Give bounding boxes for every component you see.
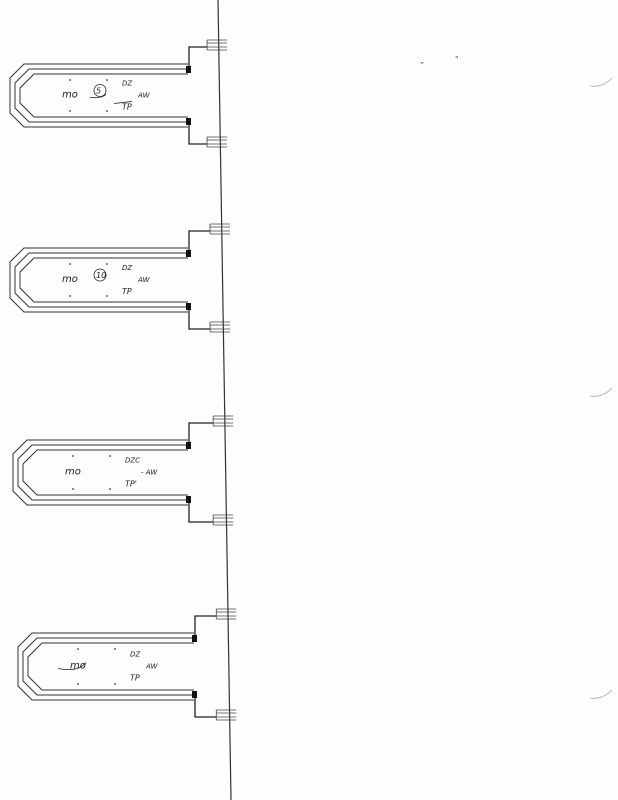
connector-top: [188, 422, 214, 442]
stray-mark: ": [455, 55, 459, 64]
circle-mark: [93, 268, 107, 282]
label-mo: mo: [70, 661, 86, 672]
pipe-ladder: [212, 415, 234, 427]
label-aw: - AW: [141, 469, 158, 477]
connector-bottom: [194, 698, 217, 718]
wall-outline: [27, 642, 194, 691]
connector-bottom: [188, 503, 214, 523]
label-circled-number: 10: [96, 271, 106, 280]
punch-hole-middle: [589, 387, 613, 397]
pipe-ladder: [209, 321, 231, 333]
arrow-mark: [57, 662, 87, 671]
dot: [72, 455, 74, 457]
wall-outline: [19, 73, 188, 118]
post-top: [186, 66, 191, 73]
dot: [69, 263, 71, 265]
pipe-ladder: [206, 39, 228, 51]
stall-diagram: mo 10 DZ AW TP: [9, 223, 231, 333]
punch-hole-top: [589, 77, 613, 87]
label-dz: DZC: [125, 457, 140, 465]
dot: [72, 488, 74, 490]
pipe-ladder: [209, 223, 231, 235]
label-mo: mo: [62, 274, 78, 285]
circle-mark: [93, 84, 107, 97]
pipe-ladder: [212, 514, 234, 526]
post-bottom: [186, 303, 191, 310]
label-aw: AW: [137, 276, 151, 284]
sheet-vertical-line: [217, 0, 232, 800]
label-circled-number: 5: [96, 87, 101, 96]
label-tp: TP': [125, 480, 137, 489]
dot: [77, 648, 79, 650]
post-top: [186, 250, 191, 257]
label-dz: DZ: [122, 80, 132, 88]
post-top: [192, 635, 197, 642]
wall-outline: [22, 449, 188, 496]
wall-outline: [9, 63, 188, 128]
label-tp: TP: [122, 287, 132, 296]
punch-hole-bottom: [589, 689, 613, 699]
dot: [77, 683, 79, 685]
label-mo: mo: [62, 90, 78, 101]
label-dz: DZ: [122, 264, 132, 272]
dot: [106, 79, 108, 81]
wall-outline: [17, 632, 194, 701]
wall-outline: [14, 252, 188, 308]
dot: [69, 79, 71, 81]
post-top: [186, 442, 191, 449]
stall-diagram: mo 5 DZ AW TP: [9, 39, 228, 148]
label-mo: mo: [65, 467, 81, 478]
post-bottom: [186, 496, 191, 503]
stall-diagram: mo DZ AW TP: [17, 608, 237, 721]
wall-outline: [14, 68, 188, 123]
dot: [69, 110, 71, 112]
connector-top: [194, 615, 217, 635]
connector-top: [188, 230, 211, 250]
dot: [109, 488, 111, 490]
dot: [114, 683, 116, 685]
pipe-ladder: [215, 709, 237, 721]
connector-bottom: [188, 310, 211, 330]
label-tp: TP: [122, 103, 132, 112]
label-aw: AW: [145, 663, 159, 671]
wall-outline: [22, 637, 194, 696]
label-aw: AW: [137, 92, 151, 100]
post-bottom: [186, 118, 191, 125]
wall-outline: [12, 439, 188, 506]
label-dz: DZ: [130, 651, 140, 659]
connector-bottom: [188, 125, 208, 145]
pipe-ladder: [215, 608, 237, 620]
dot: [106, 263, 108, 265]
label-tp: TP: [130, 674, 140, 683]
stall-diagram: mo DZC- AW TP': [12, 415, 234, 526]
dot: [109, 455, 111, 457]
dot: [69, 295, 71, 297]
dot: [106, 110, 108, 112]
wall-outline: [17, 444, 188, 501]
stray-mark: ”: [420, 61, 424, 70]
wall-outline: [9, 247, 188, 313]
arrow-mark: [89, 94, 133, 104]
wall-outline: [19, 257, 188, 303]
connector-top: [188, 46, 208, 66]
post-bottom: [192, 691, 197, 698]
pipe-ladder: [206, 136, 228, 148]
dot: [114, 648, 116, 650]
dot: [106, 295, 108, 297]
